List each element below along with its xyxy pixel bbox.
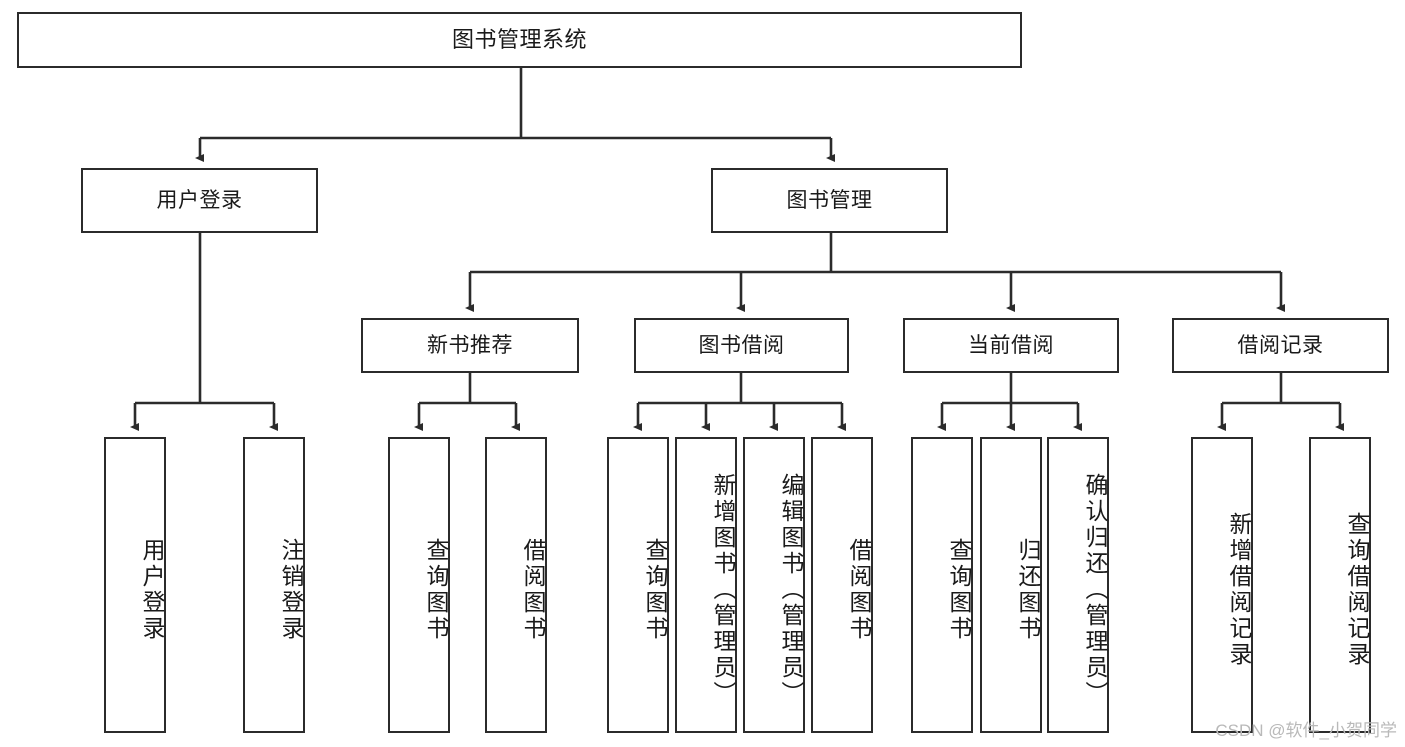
node-label: 借阅图书 bbox=[520, 538, 546, 642]
leaf-borrow-book-recommend[interactable]: 借阅图书 bbox=[485, 437, 547, 733]
node-label: 图书管理 bbox=[786, 188, 873, 212]
node-label: 查询图书 bbox=[946, 538, 972, 642]
node-label: 查询借阅记录 bbox=[1344, 512, 1370, 668]
node-label: 图书管理系统 bbox=[451, 26, 587, 52]
leaf-query-book-borrow[interactable]: 查询图书 bbox=[607, 437, 669, 733]
node-label: 新增图书（管理员） bbox=[710, 473, 736, 707]
node-book-borrow[interactable]: 图书借阅 bbox=[634, 318, 849, 373]
leaf-query-book-recommend[interactable]: 查询图书 bbox=[388, 437, 450, 733]
leaf-logout[interactable]: 注销登录 bbox=[243, 437, 305, 733]
node-label: 编辑图书（管理员） bbox=[778, 473, 804, 707]
node-label: 借阅图书 bbox=[846, 538, 872, 642]
csdn-watermark: CSDN @软件_小贺同学 bbox=[1215, 721, 1397, 740]
node-user-login[interactable]: 用户登录 bbox=[81, 168, 318, 233]
leaf-borrow-book[interactable]: 借阅图书 bbox=[811, 437, 873, 733]
leaf-query-borrow-record[interactable]: 查询借阅记录 bbox=[1309, 437, 1371, 733]
node-label: 注销登录 bbox=[278, 538, 304, 642]
node-label: 用户登录 bbox=[139, 538, 165, 642]
leaf-return-book[interactable]: 归还图书 bbox=[980, 437, 1042, 733]
node-label: 图书借阅 bbox=[698, 333, 785, 357]
leaf-query-book-current[interactable]: 查询图书 bbox=[911, 437, 973, 733]
node-label: 查询图书 bbox=[423, 538, 449, 642]
node-book-management[interactable]: 图书管理 bbox=[711, 168, 948, 233]
node-label: 确认归还（管理员） bbox=[1082, 473, 1108, 707]
node-label: 新增借阅记录 bbox=[1226, 512, 1252, 668]
leaf-add-book-admin[interactable]: 新增图书（管理员） bbox=[675, 437, 737, 733]
leaf-add-borrow-record[interactable]: 新增借阅记录 bbox=[1191, 437, 1253, 733]
node-label: 查询图书 bbox=[642, 538, 668, 642]
leaf-edit-book-admin[interactable]: 编辑图书（管理员） bbox=[743, 437, 805, 733]
node-new-book-recommend[interactable]: 新书推荐 bbox=[361, 318, 579, 373]
node-root-system[interactable]: 图书管理系统 bbox=[17, 12, 1022, 68]
node-label: 归还图书 bbox=[1015, 538, 1041, 642]
node-label: 用户登录 bbox=[156, 188, 243, 212]
leaf-user-login[interactable]: 用户登录 bbox=[104, 437, 166, 733]
node-label: 当前借阅 bbox=[968, 333, 1054, 357]
node-current-borrow[interactable]: 当前借阅 bbox=[903, 318, 1119, 373]
node-label: 新书推荐 bbox=[427, 333, 513, 357]
node-borrow-record[interactable]: 借阅记录 bbox=[1172, 318, 1389, 373]
leaf-confirm-return-admin[interactable]: 确认归还（管理员） bbox=[1047, 437, 1109, 733]
node-label: 借阅记录 bbox=[1237, 333, 1324, 357]
